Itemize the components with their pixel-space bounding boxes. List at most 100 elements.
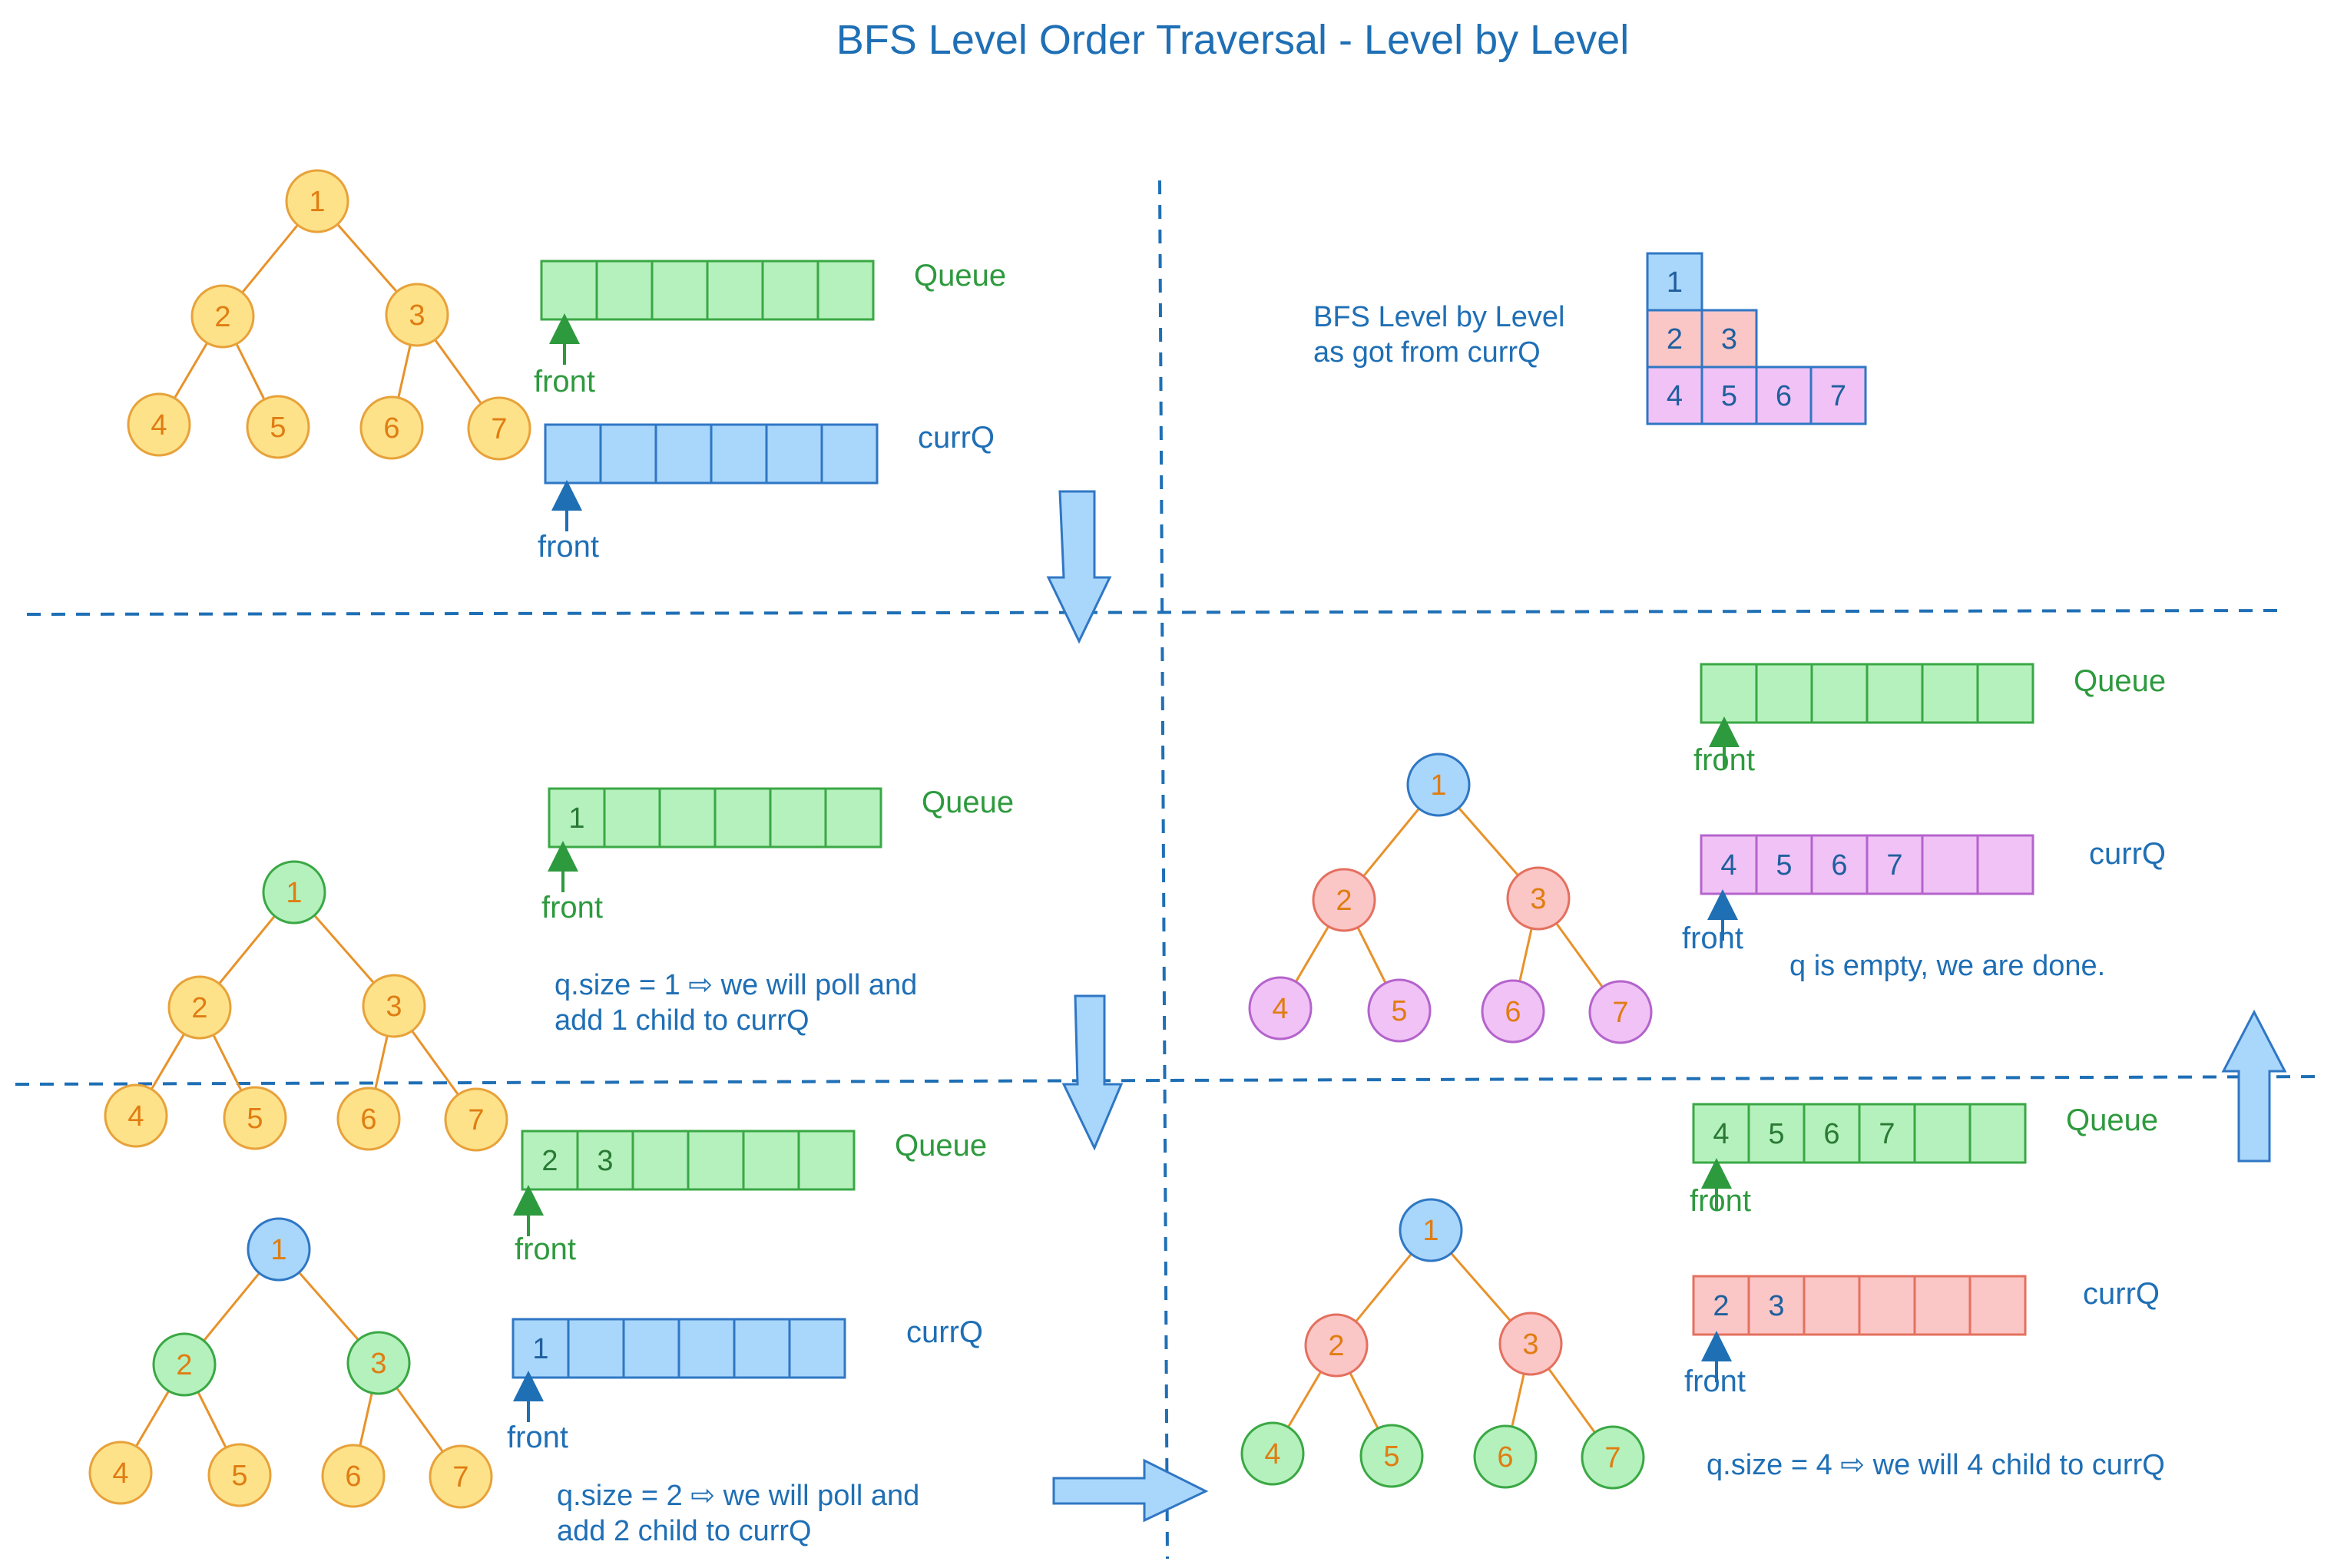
array-cell bbox=[816, 260, 875, 321]
result-cell-value: 3 bbox=[1721, 323, 1737, 356]
tree-node-label: 5 bbox=[1391, 995, 1407, 1027]
tree-node-label: 2 bbox=[1336, 885, 1352, 917]
array-cell bbox=[651, 260, 709, 321]
tree-node-2 bbox=[167, 975, 232, 1040]
tree-node-3 bbox=[385, 283, 449, 347]
array-cell-value: 2 bbox=[541, 1145, 558, 1177]
array-cell-value: 5 bbox=[1768, 1118, 1784, 1150]
array-cell bbox=[1803, 1103, 1861, 1164]
array-cell-value: 1 bbox=[568, 802, 584, 835]
tree-node-label: 5 bbox=[231, 1460, 247, 1492]
tree-node-4 bbox=[104, 1083, 168, 1148]
vertical-separator bbox=[1158, 180, 1169, 1560]
array-cell bbox=[1858, 1275, 1916, 1336]
separator-lines bbox=[15, 180, 2324, 1560]
array-cell bbox=[687, 1130, 745, 1191]
tree-node-2 bbox=[190, 284, 255, 349]
tree-node-label: 5 bbox=[247, 1103, 263, 1135]
array-cell bbox=[567, 1318, 625, 1379]
tree-node-5 bbox=[246, 395, 310, 459]
step-note: add 1 child to currQ bbox=[555, 1004, 809, 1037]
result-cell bbox=[1646, 252, 1703, 312]
step-note: q.size = 4 ⇨ we will 4 child to currQ bbox=[1707, 1449, 2165, 1481]
queue-label: Queue bbox=[922, 786, 1014, 819]
array-cell bbox=[1810, 663, 1869, 724]
array-cell bbox=[761, 260, 819, 321]
tree-node-label: 3 bbox=[1530, 883, 1546, 915]
array-cell bbox=[595, 260, 654, 321]
up-arrow bbox=[2221, 1009, 2287, 1163]
tree-node-4 bbox=[1248, 976, 1313, 1040]
tree-node-label: 4 bbox=[127, 1100, 144, 1133]
array-cell bbox=[1747, 1275, 1806, 1336]
array-cell bbox=[1866, 834, 1924, 895]
tree-node-2 bbox=[1304, 1313, 1369, 1378]
tree-node-label: 3 bbox=[1522, 1328, 1538, 1361]
tree-node-label: 2 bbox=[176, 1349, 192, 1381]
horizontal-separator-top bbox=[26, 609, 2286, 616]
currq-label: currQ bbox=[906, 1315, 983, 1349]
array-cell bbox=[713, 787, 772, 849]
down-arrow-1 bbox=[1046, 490, 1112, 644]
tree-node-label: 1 bbox=[270, 1234, 286, 1266]
array-cell bbox=[765, 423, 823, 485]
horizontal-separator-bottom bbox=[15, 1075, 2324, 1086]
tree-node-3 bbox=[346, 1331, 411, 1395]
tree-node-label: 1 bbox=[286, 877, 302, 909]
tree-node-label: 3 bbox=[409, 299, 425, 332]
tree-node-label: 2 bbox=[214, 301, 230, 333]
tree-node-label: 1 bbox=[1422, 1215, 1438, 1247]
front-label: front bbox=[1684, 1365, 1746, 1398]
array-cell-value: 2 bbox=[1713, 1290, 1729, 1322]
tree-node-1 bbox=[262, 860, 326, 925]
step-note: q.size = 1 ⇨ we will poll and bbox=[555, 969, 917, 1001]
array-cell bbox=[654, 423, 713, 485]
tree-node-3 bbox=[362, 974, 426, 1038]
tree-node-6 bbox=[1473, 1424, 1538, 1489]
array-cell bbox=[1913, 1275, 1971, 1336]
queue-label: Queue bbox=[2074, 664, 2166, 698]
array-cell-value: 4 bbox=[1713, 1118, 1729, 1150]
result-cell-value: 6 bbox=[1776, 380, 1792, 412]
array-cell bbox=[1700, 834, 1758, 895]
tree-node-1 bbox=[1399, 1198, 1463, 1262]
tree-node-4 bbox=[1240, 1421, 1305, 1486]
tree-node-label: 7 bbox=[1604, 1442, 1621, 1474]
tree-node-label: 3 bbox=[370, 1348, 386, 1380]
step-note: add 2 child to currQ bbox=[557, 1515, 812, 1547]
array-cell bbox=[1700, 663, 1758, 724]
result-caption: as got from currQ bbox=[1313, 336, 1541, 369]
array-cell-value: 7 bbox=[1879, 1118, 1895, 1150]
array-cell bbox=[1747, 1103, 1806, 1164]
tree-node-7 bbox=[429, 1444, 493, 1509]
array-cell bbox=[788, 1318, 846, 1379]
array-cell bbox=[742, 1130, 800, 1191]
step-note: q is empty, we are done. bbox=[1789, 950, 2105, 982]
array-cell bbox=[824, 787, 882, 849]
result-caption: BFS Level by Level bbox=[1313, 301, 1564, 333]
front-label: front bbox=[1693, 743, 1755, 777]
array-cell bbox=[710, 423, 768, 485]
array-cell-value: 7 bbox=[1886, 849, 1902, 882]
tree-node-2 bbox=[152, 1332, 217, 1397]
tree-node-label: 5 bbox=[1383, 1441, 1399, 1473]
tree-node-label: 2 bbox=[1328, 1330, 1344, 1362]
tree-node-3 bbox=[1506, 866, 1571, 931]
tree-node-label: 4 bbox=[151, 409, 167, 442]
result-cell bbox=[1700, 309, 1758, 369]
tree-node-label: 1 bbox=[309, 186, 325, 218]
array-cell bbox=[1803, 1275, 1861, 1336]
tree-node-5 bbox=[223, 1086, 287, 1150]
